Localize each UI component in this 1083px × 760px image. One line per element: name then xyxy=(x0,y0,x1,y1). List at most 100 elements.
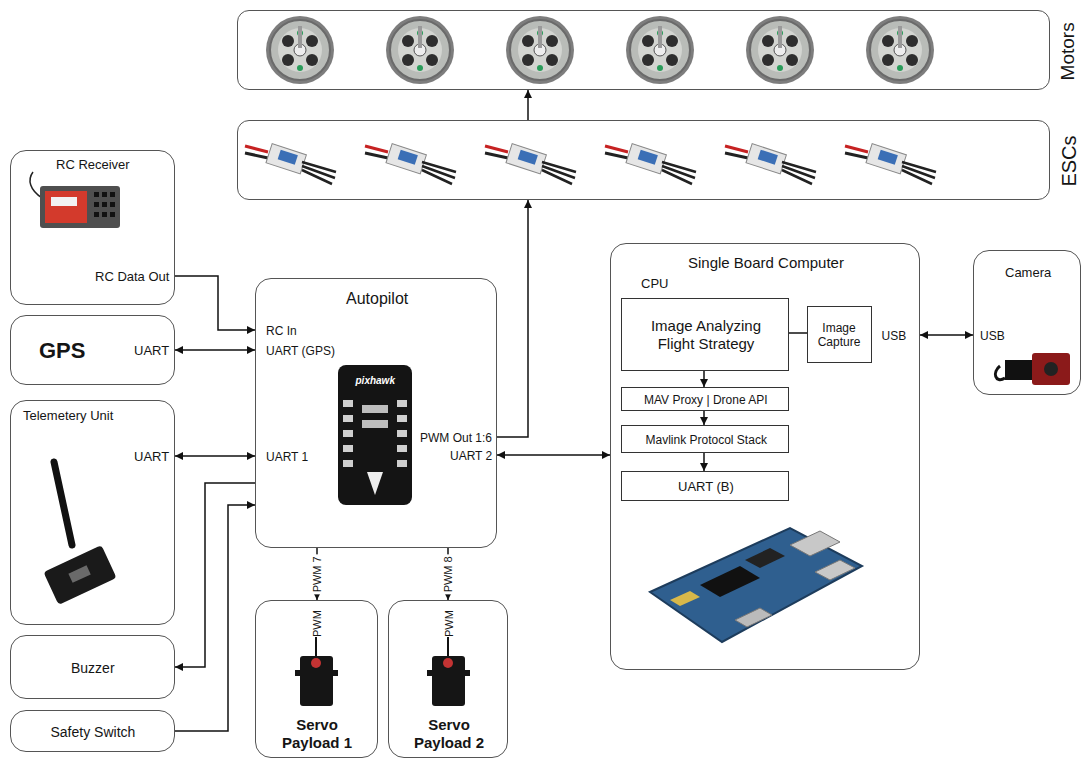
escs-row-part xyxy=(605,144,696,184)
motors-row-part xyxy=(626,16,694,84)
motors-row-part xyxy=(506,16,574,84)
board-picture-part xyxy=(790,531,840,556)
box-title: Autopilot xyxy=(346,289,408,308)
receiver-picture-part xyxy=(110,202,115,207)
board-picture-part xyxy=(700,566,760,597)
signal-label: PWM 8 xyxy=(442,554,455,594)
camera-picture xyxy=(995,353,1070,385)
band-heading: Motors xyxy=(1057,22,1080,80)
autopilot-picture-part xyxy=(343,400,353,407)
servo-picture-part xyxy=(427,670,470,676)
process-text: Image Analyzing Flight Strategy xyxy=(641,317,771,353)
box-title: Telemetery Unit xyxy=(23,408,113,424)
servo-picture-part xyxy=(300,656,333,706)
autopilot-picture-part xyxy=(397,415,407,422)
connector xyxy=(497,454,610,456)
logo-text: pixhawk xyxy=(356,375,395,387)
connector xyxy=(175,349,255,351)
escs-row xyxy=(245,144,936,184)
signal-name: PWM xyxy=(442,610,455,637)
receiver-picture-part xyxy=(45,191,87,223)
port-name: RC In xyxy=(266,324,297,338)
receiver-picture-part xyxy=(102,192,107,197)
autopilot-picture-part xyxy=(397,445,407,452)
layer-box: Mavlink Protocol Stack xyxy=(621,425,789,453)
port-name: PWM Out 1:6 xyxy=(420,431,492,445)
autopilot-picture-part xyxy=(367,472,383,495)
autopilot-picture-part xyxy=(343,445,353,452)
box-title: RC Receiver xyxy=(56,157,130,173)
autopilot-picture-part xyxy=(343,415,353,422)
autopilot-picture-part xyxy=(343,460,353,467)
camera-box: CameraUSB xyxy=(973,250,1081,395)
box-title: Servo Payload 2 xyxy=(407,716,492,752)
servo-box: PWM Servo Payload 2 xyxy=(388,600,508,758)
receiver-picture-part xyxy=(102,212,107,217)
servo-picture-part xyxy=(311,658,321,668)
servo-picture-part xyxy=(447,637,449,656)
autopilot-picture-part xyxy=(362,405,388,413)
layer-text: Mavlink Protocol Stack xyxy=(646,433,767,447)
autopilot-box: Autopilot RC In UART (GPS) UART 1 PWM Out 1:… xyxy=(255,278,497,548)
esc-band: ESCs xyxy=(237,120,1050,200)
escs-row-part xyxy=(245,144,336,184)
port-name: RC Data Out xyxy=(95,269,169,285)
connector xyxy=(920,334,973,336)
port-name: USB xyxy=(980,329,1005,343)
motors-row-part xyxy=(386,16,454,84)
band-heading: ESCs xyxy=(1056,135,1080,186)
telemetry-box: Telemetery UnitUART xyxy=(10,400,175,625)
connector xyxy=(703,411,705,425)
servo-picture-part xyxy=(295,670,338,676)
autopilot-picture-part xyxy=(343,430,353,437)
layer-box: MAV Proxy | Drone API xyxy=(621,387,789,411)
port-name: UART xyxy=(134,449,169,465)
servo-box: PWMServo Payload 1 xyxy=(255,600,378,758)
process-box: Image Analyzing Flight Strategy xyxy=(621,298,789,371)
camera-picture-part xyxy=(1032,353,1070,385)
receiver-picture-part xyxy=(94,212,99,217)
port-name: UART (GPS) xyxy=(266,344,335,358)
board-picture-part xyxy=(815,560,855,580)
camera-picture-part xyxy=(1005,360,1035,380)
connector xyxy=(175,455,255,457)
board-picture-part xyxy=(735,608,772,627)
layer-text: UART (B) xyxy=(678,479,734,495)
port-name: UART 1 xyxy=(266,450,308,464)
connector xyxy=(703,453,705,471)
board-picture xyxy=(650,528,862,642)
connector xyxy=(175,505,255,731)
motors-row xyxy=(266,16,934,84)
autopilot-picture-part xyxy=(397,400,407,407)
port-name: UART 2 xyxy=(450,449,492,463)
receiver-picture-part xyxy=(51,197,77,206)
box-title: Safety Switch xyxy=(51,724,136,741)
group-name: CPU xyxy=(641,276,668,292)
autopilot-picture-part xyxy=(338,365,412,505)
box-title: Single Board Computer xyxy=(688,254,844,272)
motors-row-part xyxy=(866,16,934,84)
signal-name: PWM xyxy=(310,610,323,637)
box-title: Buzzer xyxy=(71,660,115,677)
autopilot-picture-part xyxy=(397,430,407,437)
motors-row-part xyxy=(266,16,334,84)
switch-box: Safety Switch xyxy=(10,710,175,752)
telemetry-picture-part xyxy=(54,462,72,545)
signal-label: PWM 7 xyxy=(311,554,324,594)
process-text: Image Capture xyxy=(810,321,868,350)
connector xyxy=(789,332,807,334)
board-picture-part xyxy=(745,548,785,568)
board-picture-part xyxy=(650,528,862,642)
layer-text: MAV Proxy | Drone API xyxy=(644,393,768,407)
connector xyxy=(316,548,318,600)
connector xyxy=(527,90,529,120)
telemetry-picture-part-part xyxy=(43,545,116,605)
servo-picture xyxy=(427,637,470,706)
autopilot-picture xyxy=(338,365,412,505)
receiver-picture xyxy=(30,172,120,228)
receiver-box: RC Receiver RC Data Out xyxy=(10,150,175,305)
motor-band: Motors xyxy=(237,10,1050,90)
